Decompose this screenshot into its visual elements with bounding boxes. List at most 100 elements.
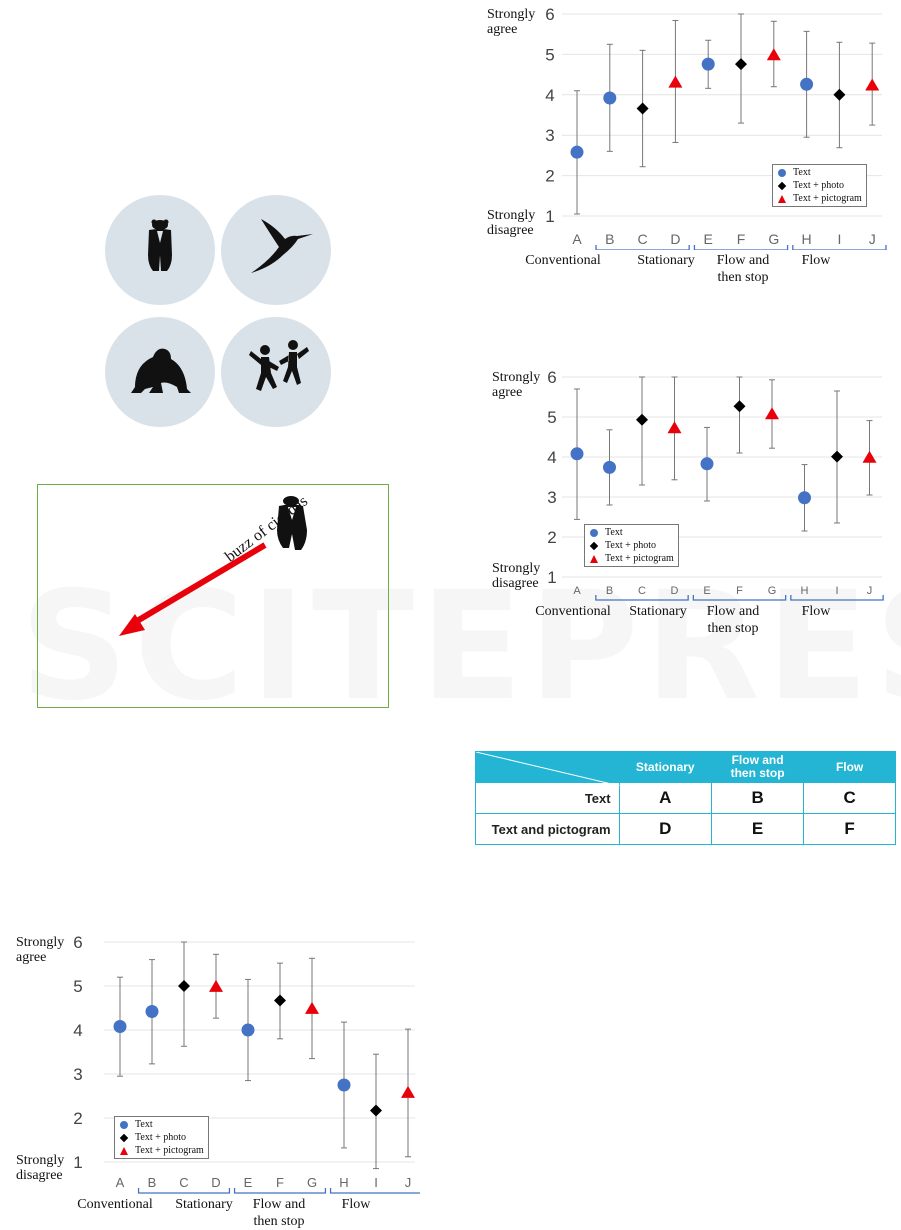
table-cell: E bbox=[710, 813, 805, 845]
chart-1-group-conventional: Conventional bbox=[525, 253, 601, 268]
data-point-text bbox=[603, 460, 616, 474]
data-point-photo bbox=[636, 413, 648, 426]
legend-photo-label: Text + photo bbox=[605, 540, 657, 551]
x-tick-label: C bbox=[638, 585, 646, 597]
x-tick-label: D bbox=[671, 585, 679, 597]
chart-2-group-conventional: Conventional bbox=[535, 604, 611, 619]
chart-3-ylabel-bottom: Strongly disagree bbox=[16, 1153, 65, 1183]
icon-circle-frog bbox=[105, 317, 215, 427]
y-tick-label: 5 bbox=[73, 977, 82, 996]
y-tick-label: 6 bbox=[73, 933, 82, 952]
data-point-text bbox=[798, 491, 811, 505]
table-corner-cell bbox=[475, 751, 620, 786]
data-point-pictogram bbox=[305, 1001, 319, 1014]
x-tick-label: A bbox=[573, 585, 581, 597]
data-point-photo bbox=[831, 450, 843, 463]
x-tick-label: H bbox=[802, 231, 812, 247]
legend-text-label: Text bbox=[605, 527, 623, 538]
chart-1-group-flow: Flow bbox=[801, 253, 831, 268]
data-point-pictogram bbox=[862, 450, 877, 463]
table-cell: B bbox=[710, 782, 805, 814]
x-tick-label: C bbox=[179, 1175, 188, 1190]
data-point-pictogram bbox=[765, 407, 779, 420]
x-tick-label: B bbox=[148, 1175, 157, 1190]
y-tick-label: 6 bbox=[545, 5, 554, 24]
legend-text-label: Text bbox=[135, 1119, 153, 1130]
group-bracket bbox=[595, 595, 689, 601]
data-point-text bbox=[603, 91, 617, 105]
x-tick-label: D bbox=[670, 231, 680, 247]
x-tick-label: G bbox=[307, 1175, 317, 1190]
x-tick-label: J bbox=[867, 585, 873, 597]
chart-1-ylabel-top: Strongly agree bbox=[487, 7, 536, 37]
legend-text-marker bbox=[777, 168, 787, 178]
y-tick-label: 2 bbox=[547, 528, 556, 547]
scene-illustration bbox=[37, 484, 389, 708]
data-point-text bbox=[337, 1078, 351, 1092]
data-point-photo bbox=[274, 994, 286, 1007]
legend-pictogram-marker bbox=[777, 194, 787, 204]
icon-circle-dancers bbox=[221, 317, 331, 427]
legend-pictogram-label: Text + pictogram bbox=[605, 553, 674, 564]
chart-2-group-flow: Flow bbox=[801, 604, 831, 619]
legend-text-marker bbox=[589, 528, 599, 538]
x-tick-label: A bbox=[572, 231, 582, 247]
y-tick-label: 5 bbox=[545, 45, 554, 64]
data-point-photo bbox=[735, 58, 747, 71]
group-bracket bbox=[329, 1188, 420, 1194]
sound-arrow bbox=[119, 542, 267, 636]
data-point-photo bbox=[370, 1104, 382, 1117]
data-point-text bbox=[145, 1005, 159, 1019]
legend-photo-marker bbox=[119, 1133, 129, 1143]
data-point-text bbox=[113, 1019, 127, 1033]
x-tick-label: B bbox=[605, 231, 614, 247]
chart-1-ylabel-bottom: Strongly disagree bbox=[487, 208, 536, 238]
y-tick-label: 3 bbox=[545, 126, 554, 145]
data-point-pictogram bbox=[401, 1085, 415, 1098]
data-point-text bbox=[570, 447, 584, 461]
x-tick-label: C bbox=[638, 231, 648, 247]
chart-2-ylabel-bottom: Strongly disagree bbox=[492, 561, 541, 591]
chart-3-group-flow-then-stop: Flow and then stop bbox=[252, 1197, 306, 1229]
frog-icon bbox=[131, 348, 191, 393]
table-header-flow-then-stop: Flow and then stop bbox=[710, 751, 805, 783]
data-point-text bbox=[241, 1023, 255, 1037]
y-tick-label: 3 bbox=[547, 488, 556, 507]
group-bracket bbox=[595, 245, 690, 250]
chart-2-group-flow-then-stop: Flow and then stop bbox=[706, 604, 760, 636]
chart-2-legend: Text Text + photo Text + pictogram bbox=[584, 524, 679, 567]
y-tick-label: 4 bbox=[545, 86, 554, 105]
x-tick-label: I bbox=[374, 1175, 378, 1190]
group-bracket bbox=[792, 245, 887, 250]
x-tick-label: I bbox=[837, 231, 841, 247]
table-cell: D bbox=[618, 813, 712, 845]
x-tick-label: H bbox=[339, 1175, 348, 1190]
y-tick-label: 4 bbox=[547, 448, 556, 467]
group-bracket bbox=[693, 245, 789, 250]
table-cell: A bbox=[618, 782, 712, 814]
y-tick-label: 2 bbox=[545, 167, 554, 186]
x-tick-label: A bbox=[116, 1175, 125, 1190]
y-tick-label: 4 bbox=[73, 1021, 82, 1040]
data-point-pictogram bbox=[209, 979, 223, 992]
x-tick-label: H bbox=[801, 585, 809, 597]
legend-pictogram-label: Text + pictogram bbox=[135, 1145, 204, 1156]
table-header-stationary: Stationary bbox=[618, 751, 712, 783]
x-tick-label: G bbox=[768, 585, 777, 597]
icon-circle-cicada bbox=[105, 195, 215, 305]
group-bracket bbox=[790, 595, 884, 601]
legend-pictogram-label: Text + pictogram bbox=[793, 193, 862, 204]
x-tick-label: B bbox=[606, 585, 613, 597]
legend-photo-label: Text + photo bbox=[793, 180, 845, 191]
legend-pictogram-marker bbox=[119, 1146, 129, 1156]
x-tick-label: I bbox=[835, 585, 838, 597]
condition-table: Stationary Flow and then stop Flow Text … bbox=[475, 751, 896, 845]
data-point-photo bbox=[733, 400, 746, 413]
x-tick-label: F bbox=[737, 231, 746, 247]
data-point-text bbox=[570, 145, 584, 159]
data-point-text bbox=[700, 457, 714, 471]
data-point-pictogram bbox=[865, 78, 880, 91]
chart-2-ylabel-top: Strongly agree bbox=[492, 370, 541, 400]
x-tick-label: E bbox=[704, 231, 713, 247]
